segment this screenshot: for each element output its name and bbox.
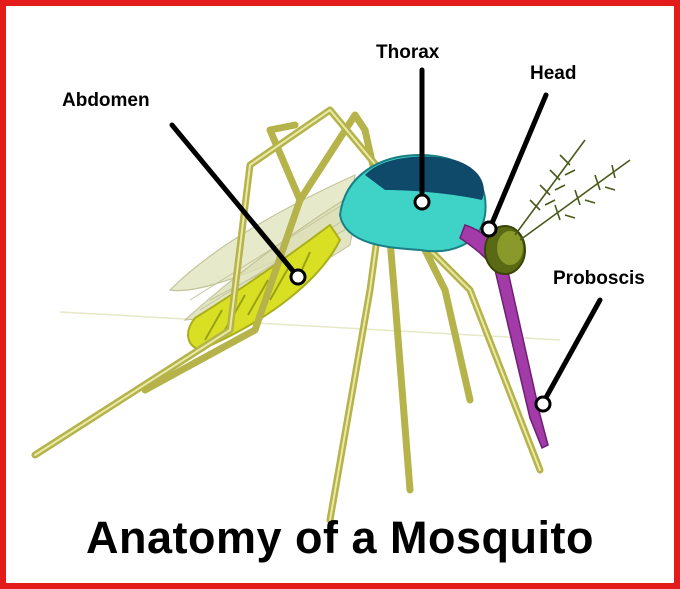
abdomen-dot — [291, 270, 305, 284]
label-abdomen: Abdomen — [62, 90, 150, 112]
label-proboscis: Proboscis — [553, 268, 645, 290]
diagram-title: Anatomy of a Mosquito — [0, 512, 680, 564]
label-thorax: Thorax — [376, 42, 439, 64]
proboscis-dot — [536, 397, 550, 411]
head-dot — [482, 222, 496, 236]
antennae — [515, 140, 630, 240]
thorax-dot — [415, 195, 429, 209]
label-head: Head — [530, 63, 576, 85]
